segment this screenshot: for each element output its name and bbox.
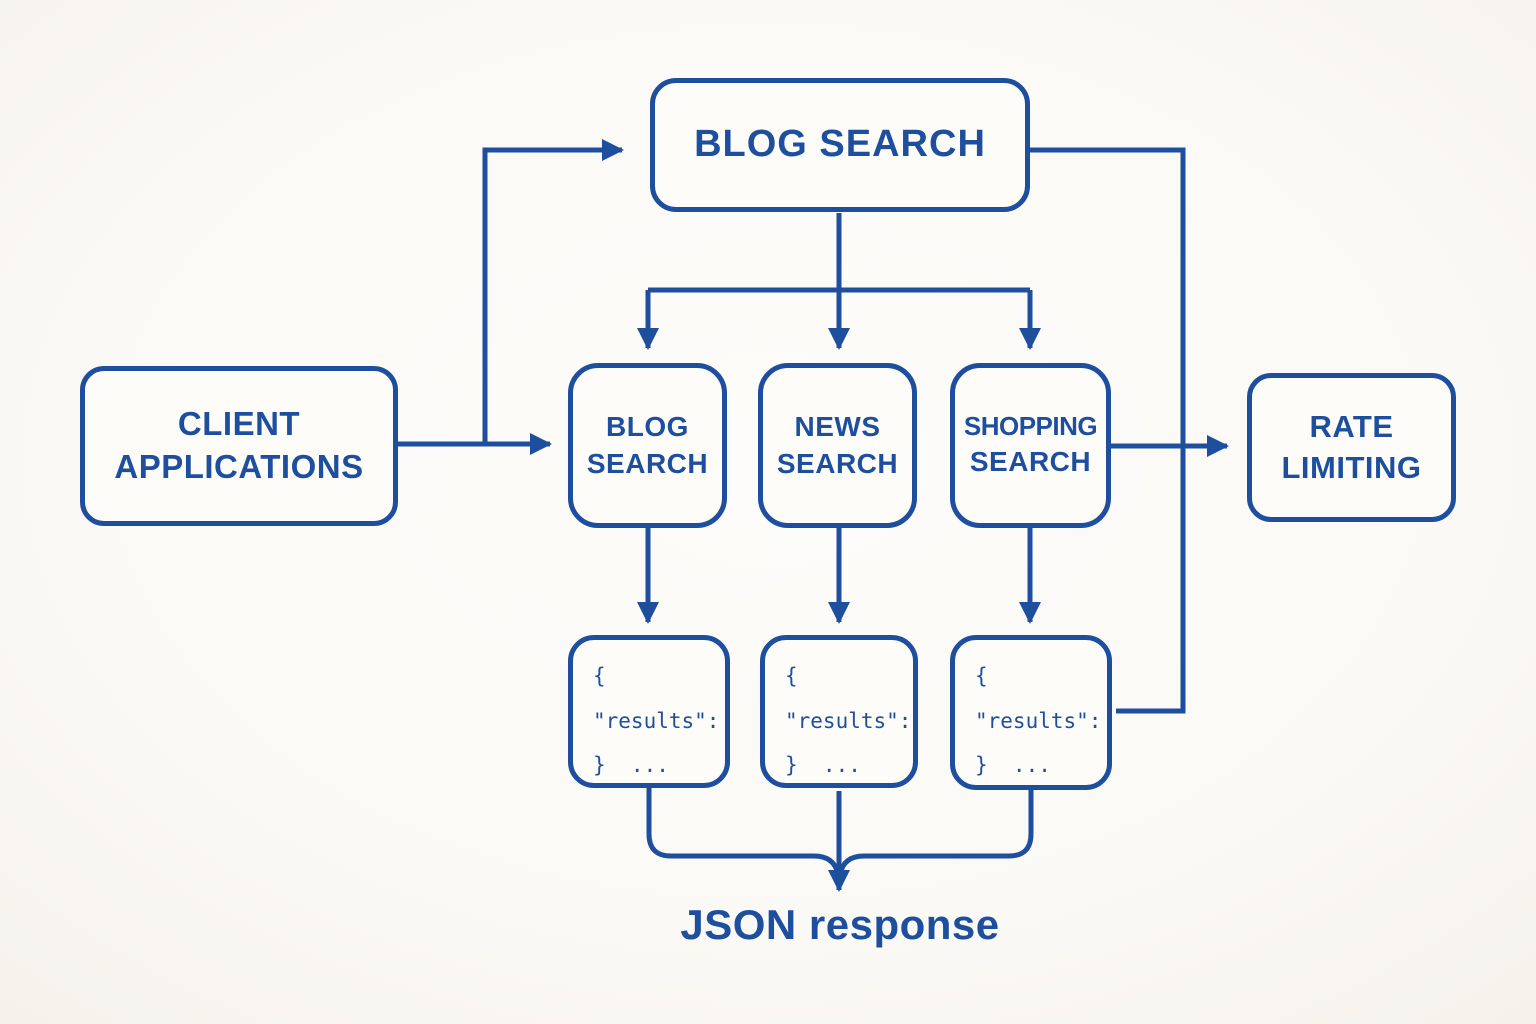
node-shopping-result-json: { "results": } ... [950, 635, 1112, 790]
node-rate-limiting: RATE LIMITING [1247, 373, 1456, 522]
json-response-label: JSON response [680, 901, 1000, 948]
blog-result-line2: "results": [593, 708, 720, 733]
shopping-result-line2: "results": [975, 708, 1102, 733]
connector-client-to-blog-search-top [482, 139, 624, 444]
node-news-search-line2: SEARCH [776, 447, 899, 479]
blog-result-line3: } ... [593, 753, 669, 778]
node-rate-limiting-line1: RATE [1309, 409, 1394, 445]
node-news-result-json: { "results": } ... [760, 635, 918, 788]
node-client-applications-line1: CLIENT [177, 405, 301, 443]
news-result-line1: { [785, 664, 798, 688]
connector-merge-right [837, 788, 1034, 875]
node-blog-result-json: { "results": } ... [568, 635, 730, 788]
blog-result-line1: { [593, 664, 606, 688]
node-client-applications: CLIENT APPLICATIONS [80, 366, 398, 526]
node-blog-search-top-label: BLOG SEARCH [694, 123, 986, 166]
node-shopping-search-line2: SEARCH [969, 446, 1092, 478]
node-client-applications-line2: APPLICATIONS [114, 448, 364, 485]
node-rate-limiting-line2: LIMITING [1281, 449, 1422, 485]
node-blog-search-top: BLOG SEARCH [650, 78, 1030, 212]
node-blog-search: BLOG SEARCH [568, 363, 727, 528]
shopping-result-line1: { [975, 664, 988, 688]
connector-merge-left [646, 788, 841, 875]
node-shopping-search-line1: SHOPPING [963, 411, 1098, 442]
connector-top-to-shopping-result [1030, 147, 1186, 714]
node-blog-search-line2: SEARCH [586, 447, 709, 479]
news-result-line3: } ... [785, 753, 861, 778]
news-result-line2: "results": [785, 708, 912, 733]
node-news-search-line1: NEWS [794, 411, 881, 443]
shopping-result-line3: } ... [975, 753, 1051, 778]
node-shopping-search: SHOPPING SEARCH [950, 363, 1111, 528]
node-blog-search-line1: BLOG [606, 411, 689, 443]
node-news-search: NEWS SEARCH [758, 363, 917, 528]
